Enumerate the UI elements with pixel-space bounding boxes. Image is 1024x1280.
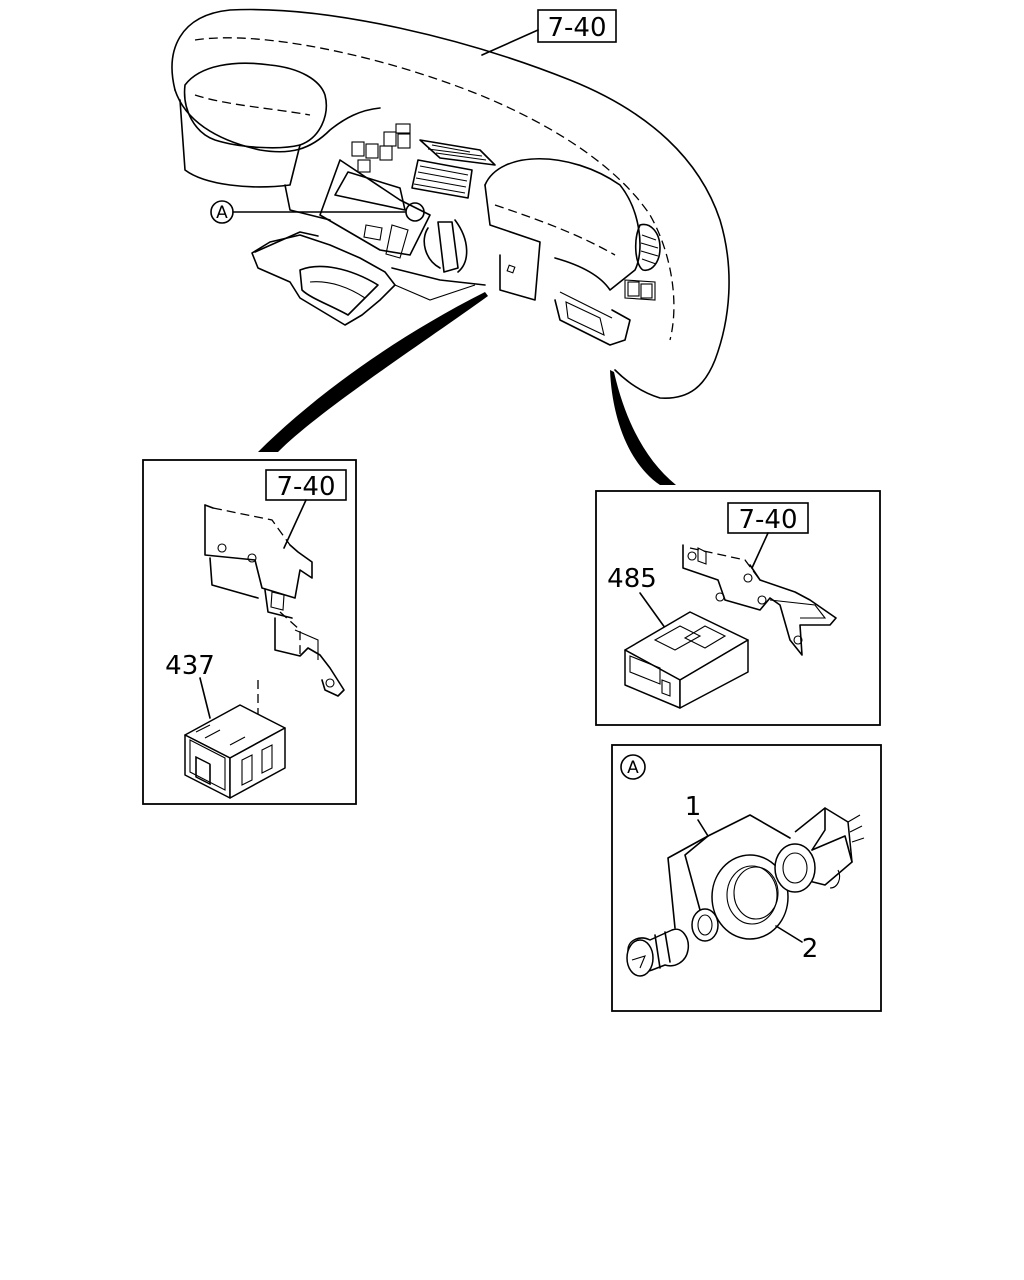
part-485-label: 485: [607, 564, 657, 594]
right-ref-label: 7-40: [738, 505, 797, 535]
left-pointer-arrow: [258, 292, 488, 452]
detail-box-right: 7-40 485: [595, 490, 881, 726]
detail-box-left: 7-40 437: [142, 459, 357, 805]
main-ref-callout: 7-40: [481, 9, 617, 56]
left-ref-label: 7-40: [276, 472, 335, 502]
part-1-label: 1: [685, 792, 702, 822]
right-pointer-arrow: [610, 370, 676, 485]
part-437-label: 437: [165, 651, 215, 681]
detail-box-a: A 1 2: [611, 744, 882, 1012]
detail-a-marker: A: [210, 200, 406, 224]
detail-a-marker-label: A: [216, 203, 228, 223]
main-ref-label: 7-40: [547, 13, 606, 43]
detail-box-a-marker-label: A: [627, 758, 639, 778]
dashboard-assembly: [171, 8, 730, 399]
part-2-label: 2: [802, 934, 819, 964]
